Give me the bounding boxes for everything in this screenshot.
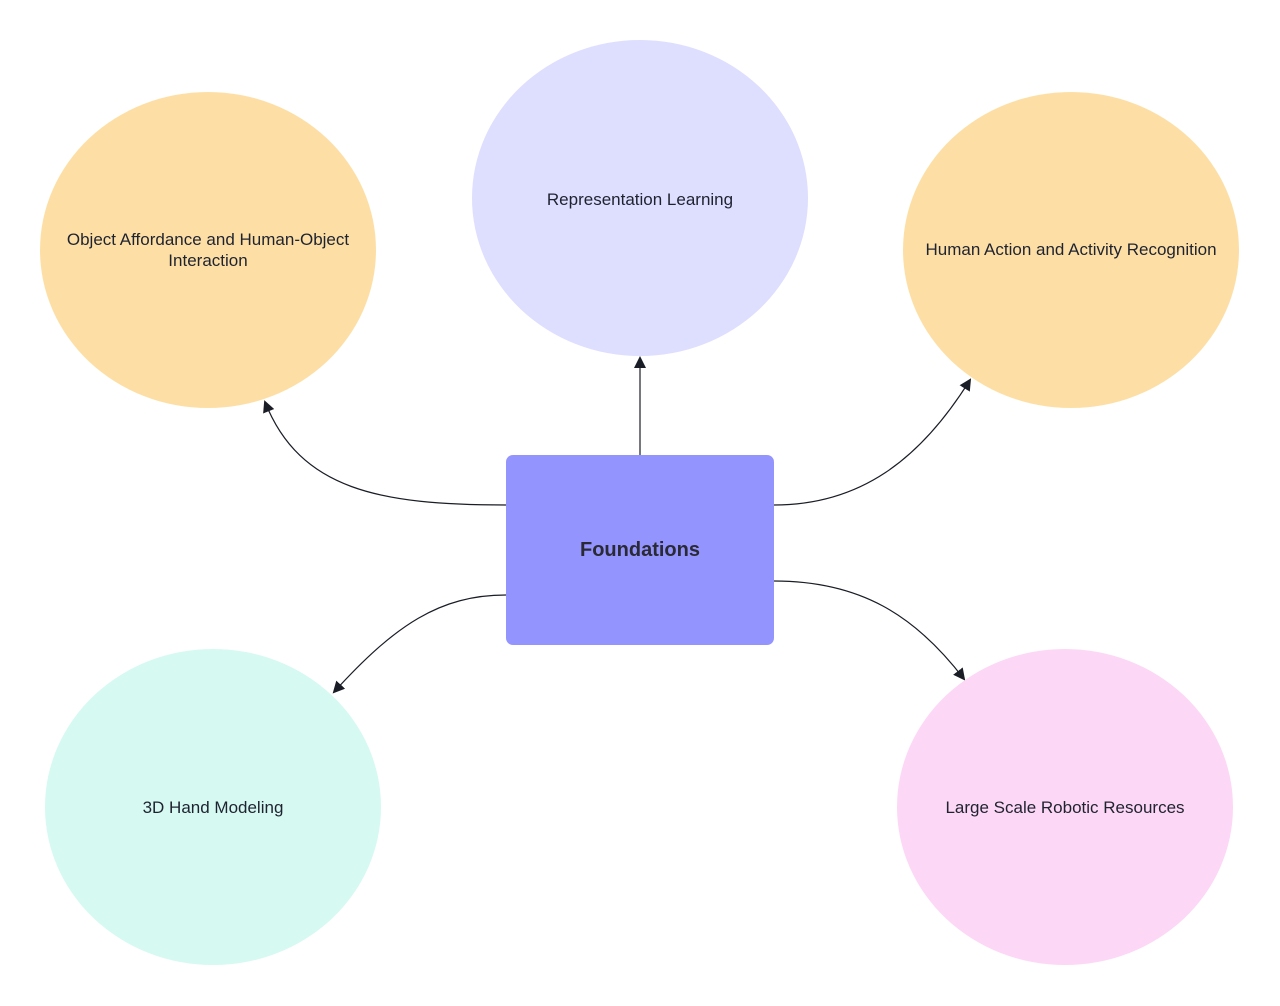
node-hand-modeling[interactable] bbox=[45, 649, 381, 965]
node-foundations[interactable] bbox=[506, 455, 774, 645]
node-human-action[interactable] bbox=[903, 92, 1239, 408]
node-human-action-label: Human Action and Activity Recognition bbox=[925, 239, 1217, 259]
edge-to-robotic-resources bbox=[773, 580, 966, 681]
node-object-affordance[interactable] bbox=[40, 92, 376, 408]
edge-to-hand-modeling bbox=[332, 594, 507, 694]
node-robotic-resources-label: Large Scale Robotic Resources bbox=[945, 797, 1185, 817]
edge-to-object-affordance bbox=[263, 400, 507, 506]
node-hand-modeling-label: 3D Hand Modeling bbox=[142, 797, 284, 817]
node-representation-learning-label: Representation Learning bbox=[546, 189, 734, 209]
node-object-affordance-label: Object Affordance and Human-Object Inter… bbox=[66, 230, 350, 270]
edge-to-human-action bbox=[773, 378, 972, 506]
node-representation-learning[interactable] bbox=[472, 40, 808, 356]
node-robotic-resources[interactable] bbox=[897, 649, 1233, 965]
node-foundations-label: Foundations bbox=[580, 538, 700, 561]
